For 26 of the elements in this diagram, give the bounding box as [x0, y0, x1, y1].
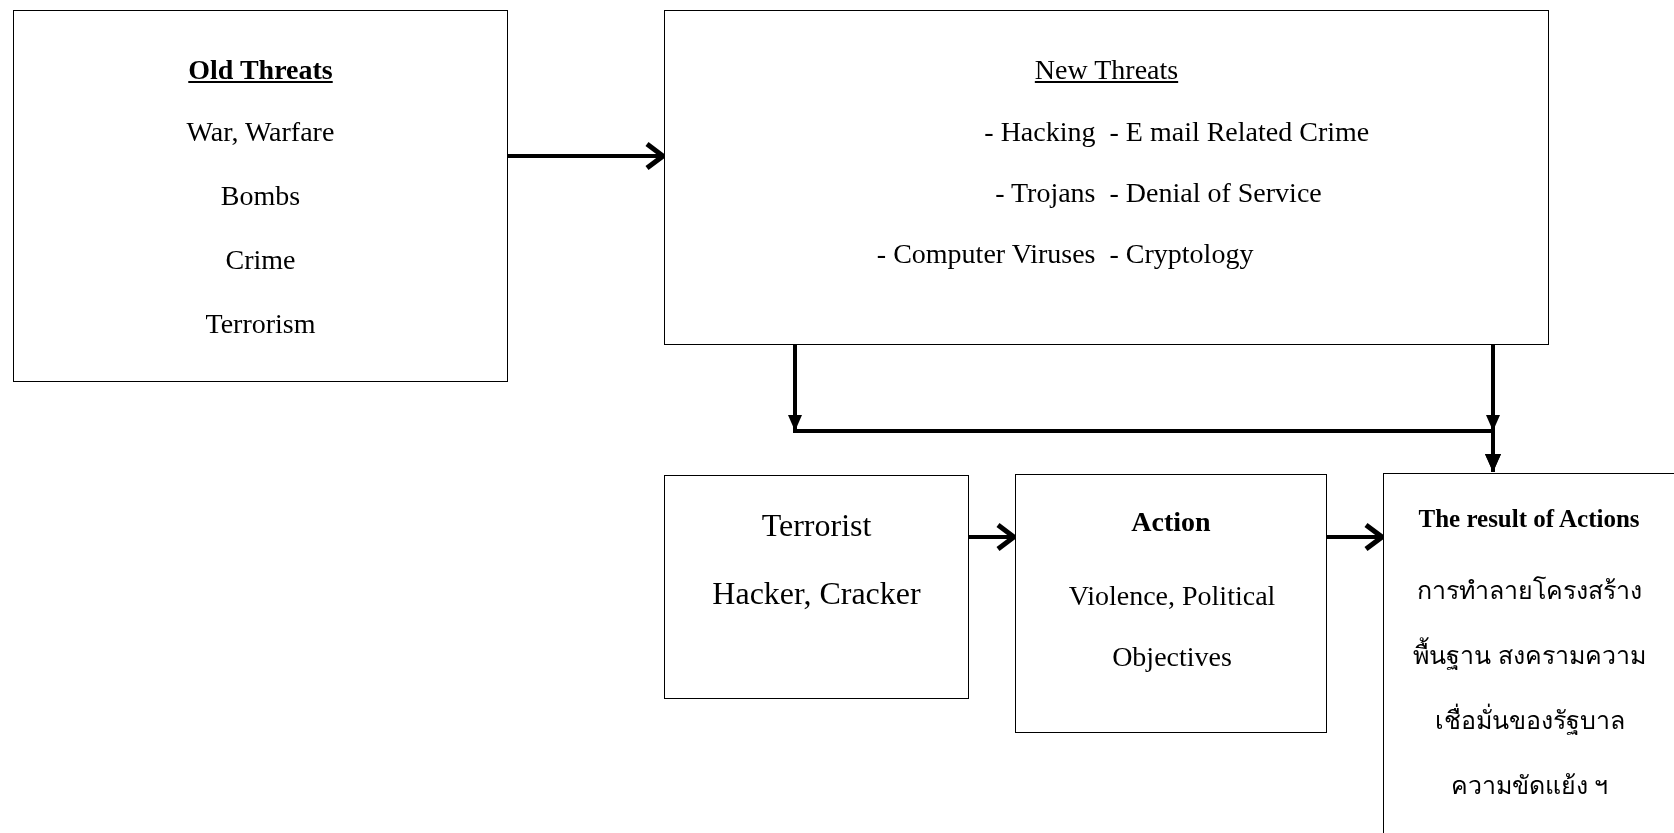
heading: Terrorist	[761, 508, 872, 542]
list-item: - E mail Related Crime	[1109, 115, 1370, 149]
arrow	[969, 522, 1017, 552]
body-text: Crime	[225, 243, 296, 277]
box	[1015, 474, 1327, 733]
box	[664, 475, 969, 699]
heading: New Threats	[1034, 53, 1179, 87]
body-text: Bombs	[220, 179, 301, 213]
body-text: Violence, Political Objectives	[1067, 579, 1277, 674]
box	[13, 10, 508, 382]
box	[664, 10, 1549, 345]
body-text: การทำลายโครงสร้างพื้นฐาน สงครามความเชื่อมั่นของรัฐบาลความขัดแย้ง ฯ	[1412, 575, 1647, 801]
list-item: - Denial of Service	[1109, 176, 1322, 210]
box	[1383, 473, 1674, 833]
list-item: - Hacking	[984, 115, 1096, 149]
body-text: War, Warfare	[186, 115, 335, 149]
arrow	[1327, 522, 1385, 552]
heading: Old Threats	[188, 53, 333, 87]
list-item: - Trojans	[995, 176, 1096, 210]
body-text: Terrorism	[205, 307, 316, 341]
body-text: Hacker, Cracker	[712, 576, 921, 610]
list-item: - Computer Viruses	[876, 237, 1096, 271]
heading: Action	[1131, 505, 1211, 539]
heading: The result of Actions	[1418, 504, 1640, 534]
list-item: - Cryptology	[1109, 237, 1254, 271]
arrow	[508, 141, 666, 171]
